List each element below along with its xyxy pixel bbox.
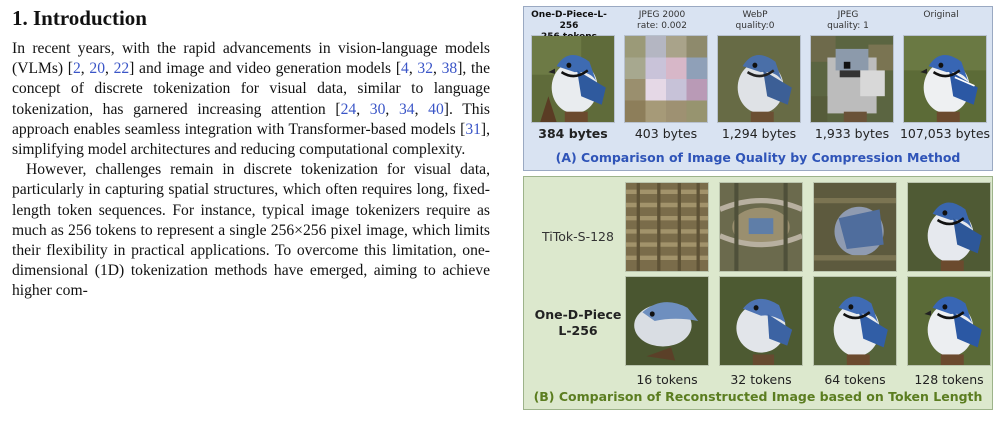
citation-ref: 24 [340, 100, 357, 118]
bytes-webp: 1,294 bytes [721, 126, 797, 141]
citation-ref: 34 [398, 100, 415, 118]
section-heading: 1. Introduction [12, 6, 147, 30]
titok-reconstruction-64 [814, 183, 896, 271]
column-header-original: Original [923, 10, 959, 20]
panel-b-caption: (B) Comparison of Reconstructed Image ba… [533, 389, 983, 404]
paragraph-text: , [104, 60, 114, 78]
citation-ref: 32 [417, 60, 433, 78]
citation-ref: 22 [113, 60, 130, 78]
paragraph-text: ]. This approach enables seamless integr… [12, 100, 490, 138]
paragraph-text: , [80, 60, 90, 78]
bytes-original: 107,053 bytes [899, 126, 991, 141]
bytes-jpeg2000: 403 bytes [634, 126, 698, 141]
citation-ref: 38 [441, 60, 458, 78]
paragraph-text: ], simplifying model architectures and r… [12, 120, 490, 159]
titok-reconstruction-16 [626, 183, 708, 271]
citation-ref: 20 [89, 60, 105, 78]
paragraph-1: In recent years, with the rapid advancem… [12, 39, 490, 160]
paragraph-text: However, challenges remain in discrete t… [12, 161, 490, 300]
row-label-one-d-piece: One-D-Piece L-256 [534, 307, 622, 338]
token-length-comparison-panel: TiTok-S-128 One-D-Piece L-256 [523, 176, 993, 410]
paragraph-2: However, challenges remain in discrete t… [12, 160, 490, 301]
titok-reconstruction-128 [908, 183, 990, 271]
paragraph-text: , [433, 60, 442, 78]
row-label-titok: TiTok-S-128 [542, 229, 614, 244]
paragraph-text: ] and image and video generation models … [129, 60, 402, 78]
compression-comparison-panel: One-D-Piece-L-256256 tokens JPEG 2000rat… [523, 6, 993, 171]
titok-reconstruction-32 [720, 183, 802, 271]
paragraph-text: ], the concept of discrete tokenization … [12, 60, 491, 118]
token-label-32: 32 tokens [730, 372, 792, 387]
paragraph-text: , [414, 100, 429, 118]
citation-ref: 40 [428, 100, 444, 118]
bird-image-webp [718, 36, 800, 122]
citation-ref: 2 [73, 60, 81, 78]
bytes-one-d-piece: 384 bytes [538, 126, 608, 141]
one-d-piece-reconstruction-16 [626, 277, 708, 365]
paragraph-text: , [356, 100, 370, 118]
citation-ref: 4 [401, 60, 409, 78]
panel-a-caption: (A) Comparison of Image Quality by Compr… [555, 150, 961, 165]
paragraph-text: In recent years, with the rapid advancem… [12, 40, 490, 78]
paper-text-column: 1. Introduction In recent years, with th… [12, 6, 490, 302]
bird-image-jpeg [811, 36, 893, 122]
paragraph-text: , [408, 60, 418, 78]
token-label-16: 16 tokens [636, 372, 698, 387]
citation-ref: 31 [465, 120, 481, 138]
token-label-128: 128 tokens [914, 372, 984, 387]
bird-image-one-d-piece [532, 36, 614, 122]
bird-image-original [904, 36, 986, 122]
paragraph-text: , [385, 100, 399, 118]
token-label-64: 64 tokens [824, 372, 886, 387]
bird-image-jpeg2000 [625, 36, 707, 122]
one-d-piece-reconstruction-128 [908, 277, 990, 365]
one-d-piece-reconstruction-32 [720, 277, 802, 365]
citation-ref: 30 [369, 100, 386, 118]
one-d-piece-reconstruction-64 [814, 277, 896, 365]
bytes-jpeg: 1,933 bytes [814, 126, 890, 141]
